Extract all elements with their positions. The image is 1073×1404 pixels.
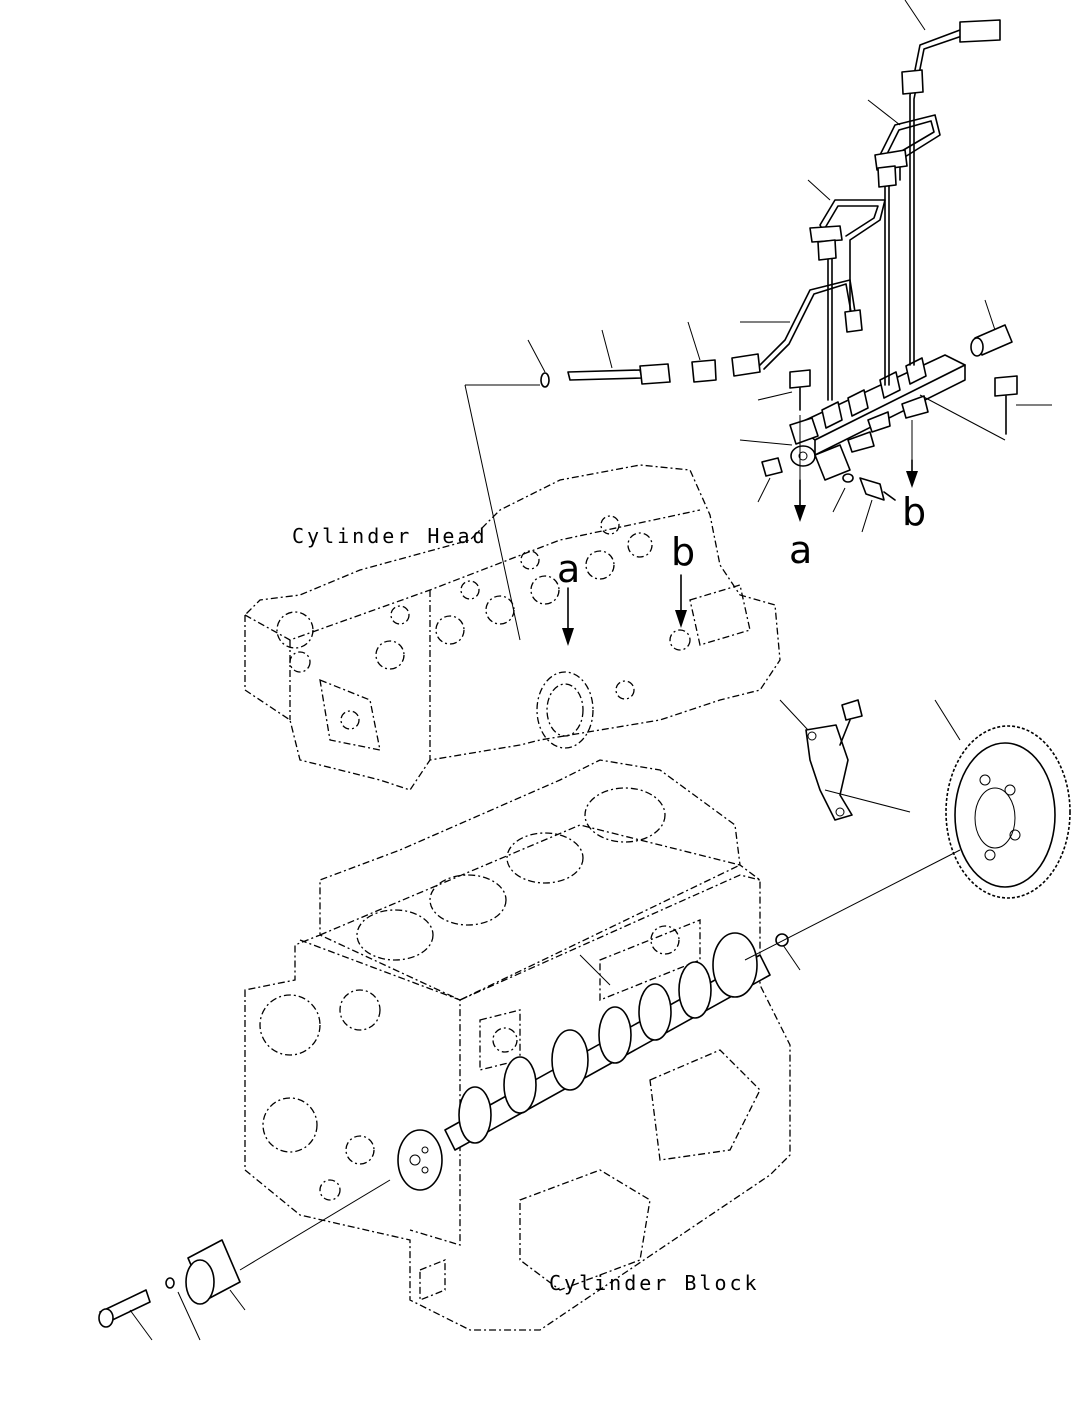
cam-gear xyxy=(945,725,1071,899)
leader-lines xyxy=(129,0,1052,1341)
bracket-plate xyxy=(805,699,863,821)
cylinder-block xyxy=(244,759,791,1331)
ref-mark-b-rail: b xyxy=(902,490,926,534)
cylinder-head xyxy=(244,464,781,791)
fuel-rail-assembly xyxy=(540,19,1018,501)
cylinder-head-label: Cylinder Head xyxy=(292,524,488,548)
lower-parts xyxy=(98,933,789,1328)
reference-arrows xyxy=(562,459,918,646)
ref-mark-a-rail: a xyxy=(789,528,812,572)
ref-mark-a-head: a xyxy=(557,547,580,591)
cylinder-block-label: Cylinder Block xyxy=(549,1271,760,1295)
ref-mark-b-head: b xyxy=(671,530,695,574)
camshaft xyxy=(397,932,771,1191)
